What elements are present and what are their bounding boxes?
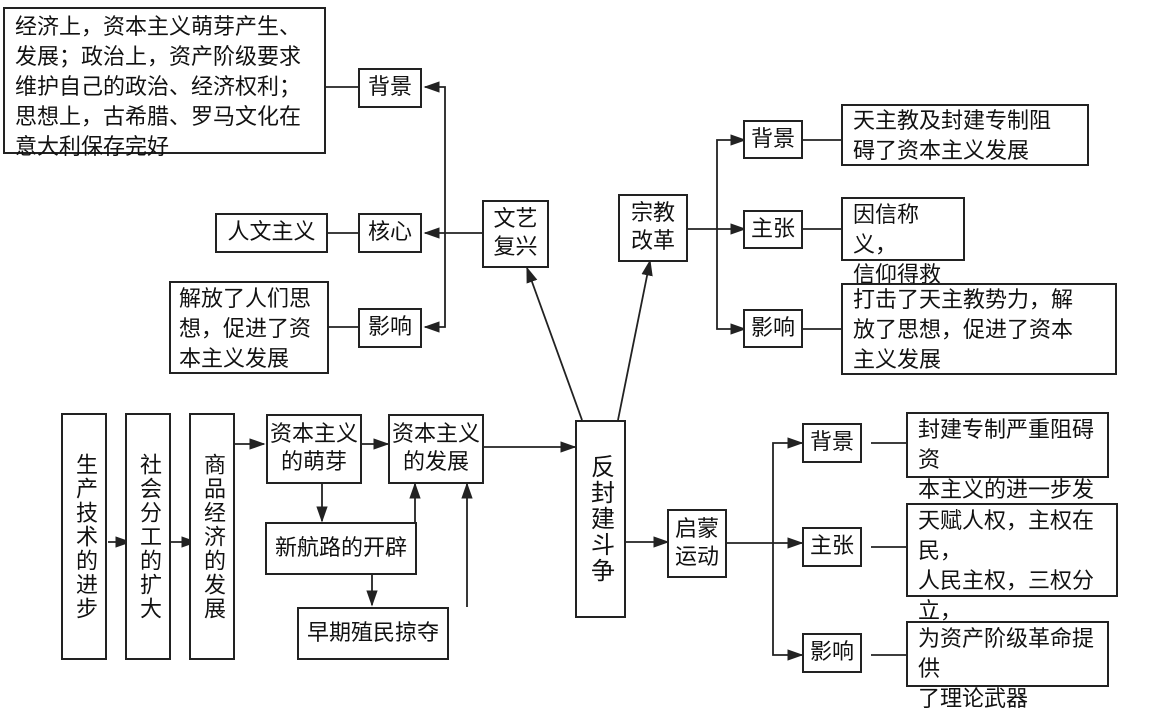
renaissance-impact-text: 解放了人们思 想，促进了资 本主义发展 (169, 281, 329, 374)
renaissance-box: 文艺 复兴 (482, 200, 549, 268)
colonial-plunder-box: 早期殖民掠夺 (297, 607, 449, 660)
reformation-impact-text: 打击了天主教势力，解 放了思想，促进了资本 主义发展 (841, 283, 1117, 375)
renaissance-background-text: 经济上，资本主义萌芽产生、 发展；政治上，资产阶级要求 维护自己的政治、经济权利… (3, 7, 326, 160)
connector-renaissance-bg (423, 81, 446, 233)
connector-central-renaissance (526, 266, 583, 421)
reformation-background-label: 背景 (743, 120, 803, 159)
reformation-claim-label: 主张 (743, 210, 803, 249)
reformation-impact-label: 影响 (743, 309, 803, 348)
anti-feudal-struggle-box: 反封建斗争 (575, 420, 626, 618)
connector-renaissance-impact (423, 233, 446, 333)
capitalism-development-box: 资本主义 的发展 (388, 414, 484, 484)
renaissance-background-label: 背景 (358, 68, 422, 108)
connector-lines (108, 81, 906, 661)
reformation-background-text: 天主教及封建专制阻 碍了资本主义发展 (841, 104, 1089, 166)
reformation-claim-text: 因信称义， 信仰得救 (841, 197, 965, 288)
connector-enlightenment-impact (772, 543, 804, 661)
commodity-economy-box: 商品经济的发展 (189, 413, 235, 660)
division-of-labor-box: 社会分工的扩大 (125, 413, 171, 660)
new-sea-routes-box: 新航路的开辟 (265, 522, 417, 575)
renaissance-core-text: 人文主义 (215, 213, 328, 253)
enlightenment-impact-label: 影响 (802, 633, 862, 673)
renaissance-core-label: 核心 (358, 213, 422, 253)
connector-reformation-bg (716, 134, 747, 229)
connector-enlightenment-bg (772, 437, 804, 543)
renaissance-impact-label: 影响 (358, 308, 422, 348)
connector-central-reformation (617, 259, 653, 421)
enlightenment-background-text: 封建专制严重阻碍资 本主义的进一步发展 (906, 412, 1109, 533)
enlightenment-claim-text: 天赋人权，主权在民， 人民主权，三权分立， 社会契约论，法治 (906, 503, 1118, 654)
reformation-box: 宗教 改革 (618, 194, 688, 262)
enlightenment-impact-text: 为资产阶级革命提供 了理论武器 (906, 621, 1109, 712)
enlightenment-background-label: 背景 (802, 423, 862, 463)
connector-reformation-impact (716, 229, 747, 335)
enlightenment-box: 启蒙 运动 (667, 509, 727, 578)
capitalism-sprout-box: 资本主义 的萌芽 (266, 414, 362, 484)
tech-progress-box: 生产技术的进步 (61, 413, 107, 660)
enlightenment-claim-label: 主张 (802, 527, 862, 567)
